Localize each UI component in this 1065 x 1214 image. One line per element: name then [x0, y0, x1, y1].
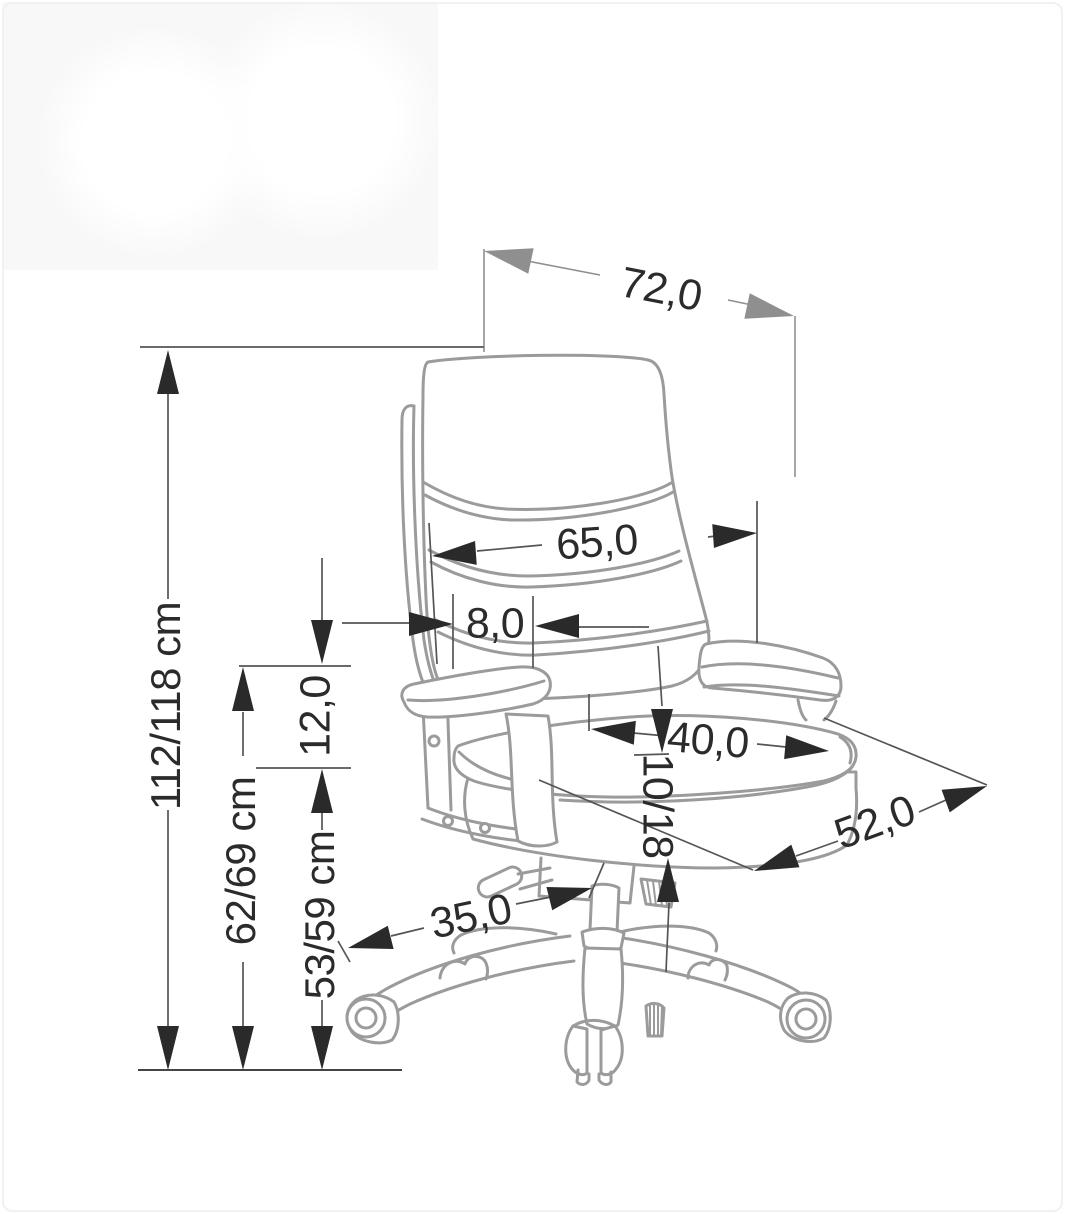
dim-label-backrest-offset: 8,0: [465, 599, 525, 648]
chair-group: [345, 353, 859, 1086]
right-armrest-pad: [697, 639, 843, 702]
seat-mechanism: [537, 856, 636, 905]
backrest-seam-1: [421, 480, 673, 511]
watermark-blob: [2, 2, 438, 270]
dim-label-cushion-thickness: 10/18: [633, 753, 682, 859]
backrest-seam-3: [434, 618, 709, 645]
left-armrest-pad: [400, 665, 552, 719]
dim-label-backrest-width: 65,0: [554, 515, 640, 570]
seat-cushion: [452, 714, 858, 799]
dimension-arrowheads: [157, 350, 987, 1070]
dim-label-overall-height: 112/118 cm: [142, 601, 189, 811]
dim-label-seat-height: 53/59 cm: [296, 830, 343, 1000]
height-lever: [476, 865, 554, 899]
dim-label-armrest-above-seat: 12,0: [291, 675, 340, 757]
left-armrest-support: [504, 712, 559, 848]
dimension-lines: [138, 346, 988, 1071]
dim-label-armrest-height: 62/69 cm: [217, 776, 264, 946]
backrest-rear-panel: [400, 404, 427, 689]
casters: [345, 997, 827, 1040]
front-caster: [564, 1018, 624, 1086]
backrest-seam-2: [427, 548, 681, 578]
backrest: [421, 353, 711, 701]
gas-lift: [580, 882, 626, 1031]
dim-top-width-arrows: [484, 248, 794, 319]
